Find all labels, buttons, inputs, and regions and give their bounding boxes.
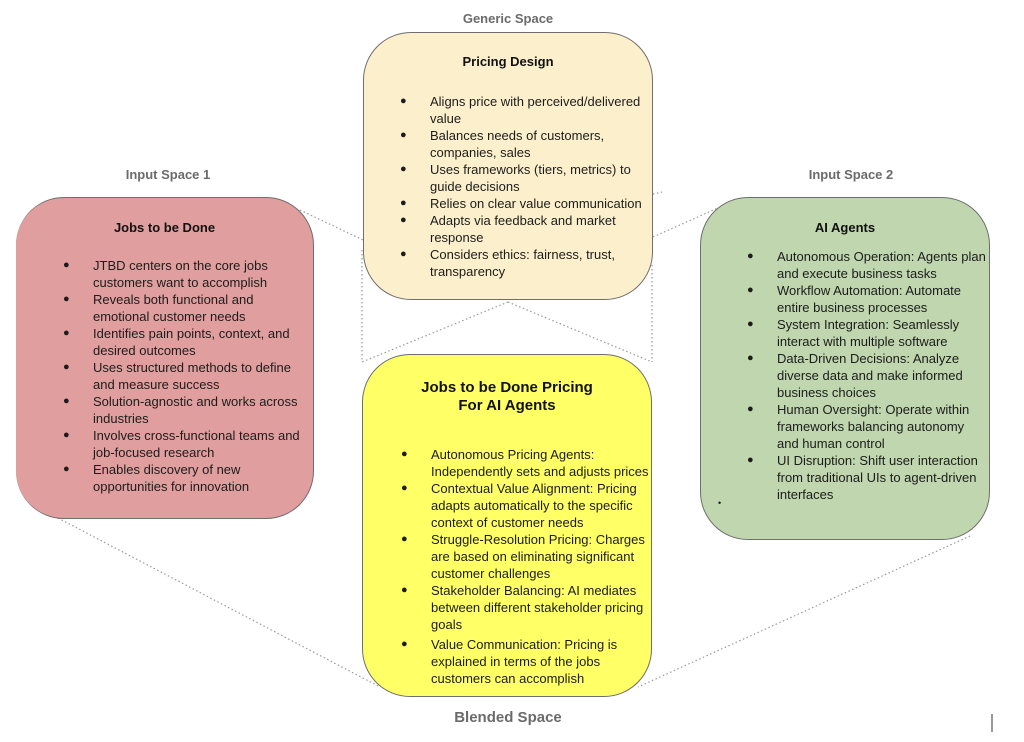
list-item: ●Workflow Automation: Automate entire bu… — [747, 283, 962, 315]
list-item: ●Contextual Value Alignment: Pricing ada… — [401, 481, 637, 530]
bullet-icon: ● — [401, 482, 408, 494]
bullet-icon: ● — [63, 327, 70, 339]
bullet-icon: ● — [401, 533, 408, 545]
generic-list: ●Aligns price with perceived/delivered v… — [400, 93, 652, 280]
list-item: ●Struggle-Resolution Pricing: Charges ar… — [401, 532, 645, 581]
list-item: ●Stakeholder Balancing: AI mediates betw… — [401, 583, 644, 632]
bullet-icon: ● — [747, 403, 754, 415]
input1-card-title: Jobs to be Done — [113, 220, 216, 235]
stray-bullet-icon: • — [718, 498, 722, 508]
bullet-icon: ● — [400, 129, 407, 141]
bullet-icon: ● — [400, 248, 407, 260]
list-item: ●Balances needs of customers, companies,… — [400, 128, 605, 160]
blended-title-line-2: For AI Agents — [458, 397, 556, 414]
bullet-icon: ● — [400, 197, 407, 209]
blended-space-label: Blended Space — [454, 709, 562, 726]
bullet-icon: ● — [63, 395, 70, 407]
blended-space-card: Jobs to be Done Pricing For AI Agents ●A… — [362, 354, 652, 697]
list-item: ●Autonomous Operation: Agents plan and e… — [747, 249, 986, 281]
list-item: ●Relies on clear value communication — [400, 196, 642, 211]
list-item: ●Adapts via feedback and market response — [400, 213, 616, 245]
bullet-icon: ● — [747, 250, 754, 262]
input-space-1-card: Jobs to be Done ●JTBD centers on the cor… — [16, 197, 314, 519]
text-cursor-mark — [991, 714, 993, 732]
bullet-icon: ● — [63, 463, 70, 475]
input-space-2-label: Input Space 2 — [808, 167, 894, 182]
list-item: ●Autonomous Pricing Agents: Independentl… — [401, 447, 649, 479]
connector-generic-blended-right — [507, 301, 653, 363]
connector-input1-blended — [57, 517, 381, 688]
list-item: ●Enables discovery of new opportunities … — [63, 462, 250, 494]
list-item: ●Involves cross-functional teams and job… — [63, 428, 300, 460]
connector-generic-input2-upper — [652, 191, 663, 195]
list-item: ●Uses frameworks (tiers, metrics) to gui… — [400, 162, 631, 194]
bullet-icon: ● — [401, 448, 408, 460]
bullet-icon: ● — [747, 284, 754, 296]
input2-list: ●Autonomous Operation: Agents plan and e… — [747, 248, 989, 503]
generic-card-title: Pricing Design — [462, 54, 554, 69]
bullet-icon: ● — [401, 584, 408, 596]
list-item: ●Aligns price with perceived/delivered v… — [400, 94, 641, 126]
list-item: ●Identifies pain points, context, and de… — [63, 326, 290, 358]
bullet-icon: ● — [747, 352, 754, 364]
bullet-icon: ● — [63, 293, 70, 305]
bullet-icon: ● — [63, 361, 70, 373]
list-item: ●Considers ethics: fairness, trust, tran… — [400, 247, 615, 279]
connector-generic-input2 — [652, 206, 721, 238]
list-item: ●UI Disruption: Shift user interaction f… — [747, 453, 978, 502]
generic-space-label: Generic Space — [462, 11, 554, 26]
blended-list: ●Autonomous Pricing Agents: Independentl… — [401, 446, 651, 687]
blended-title-line-1: Jobs to be Done Pricing — [421, 379, 593, 396]
list-item: ●JTBD centers on the core jobs customers… — [63, 258, 268, 290]
bullet-icon: ● — [63, 429, 70, 441]
bullet-icon: ● — [747, 318, 754, 330]
bullet-icon: ● — [400, 163, 407, 175]
input-space-2-card: AI Agents ●Autonomous Operation: Agents … — [700, 197, 990, 540]
list-item: ●Uses structured methods to define and m… — [63, 360, 291, 392]
bullet-icon: ● — [400, 214, 407, 226]
list-item: ●Data-Driven Decisions: Analyze diverse … — [747, 351, 963, 400]
bullet-icon: ● — [400, 95, 407, 107]
list-item: ●Human Oversight: Operate within framewo… — [747, 402, 970, 451]
list-item: ●System Integration: Seamlessly interact… — [747, 317, 960, 349]
input1-list: ●JTBD centers on the core jobs customers… — [63, 257, 313, 495]
bullet-icon: ● — [747, 454, 754, 466]
blended-card-title: Jobs to be Done Pricing For AI Agents — [363, 379, 651, 415]
list-item: ●Reveals both functional and emotional c… — [63, 292, 254, 324]
connector-input2-blended — [637, 535, 971, 688]
bullet-icon: ● — [401, 638, 408, 650]
generic-space-card: Pricing Design ●Aligns price with percei… — [363, 32, 653, 300]
bullet-icon: ● — [63, 259, 70, 271]
list-item: ●Solution-agnostic and works across indu… — [63, 394, 298, 426]
input-space-1-label: Input Space 1 — [125, 167, 211, 182]
connector-generic-blended-left — [361, 301, 509, 363]
input2-card-title: AI Agents — [814, 220, 876, 235]
list-item: ●Value Communication: Pricing is explain… — [401, 637, 618, 686]
